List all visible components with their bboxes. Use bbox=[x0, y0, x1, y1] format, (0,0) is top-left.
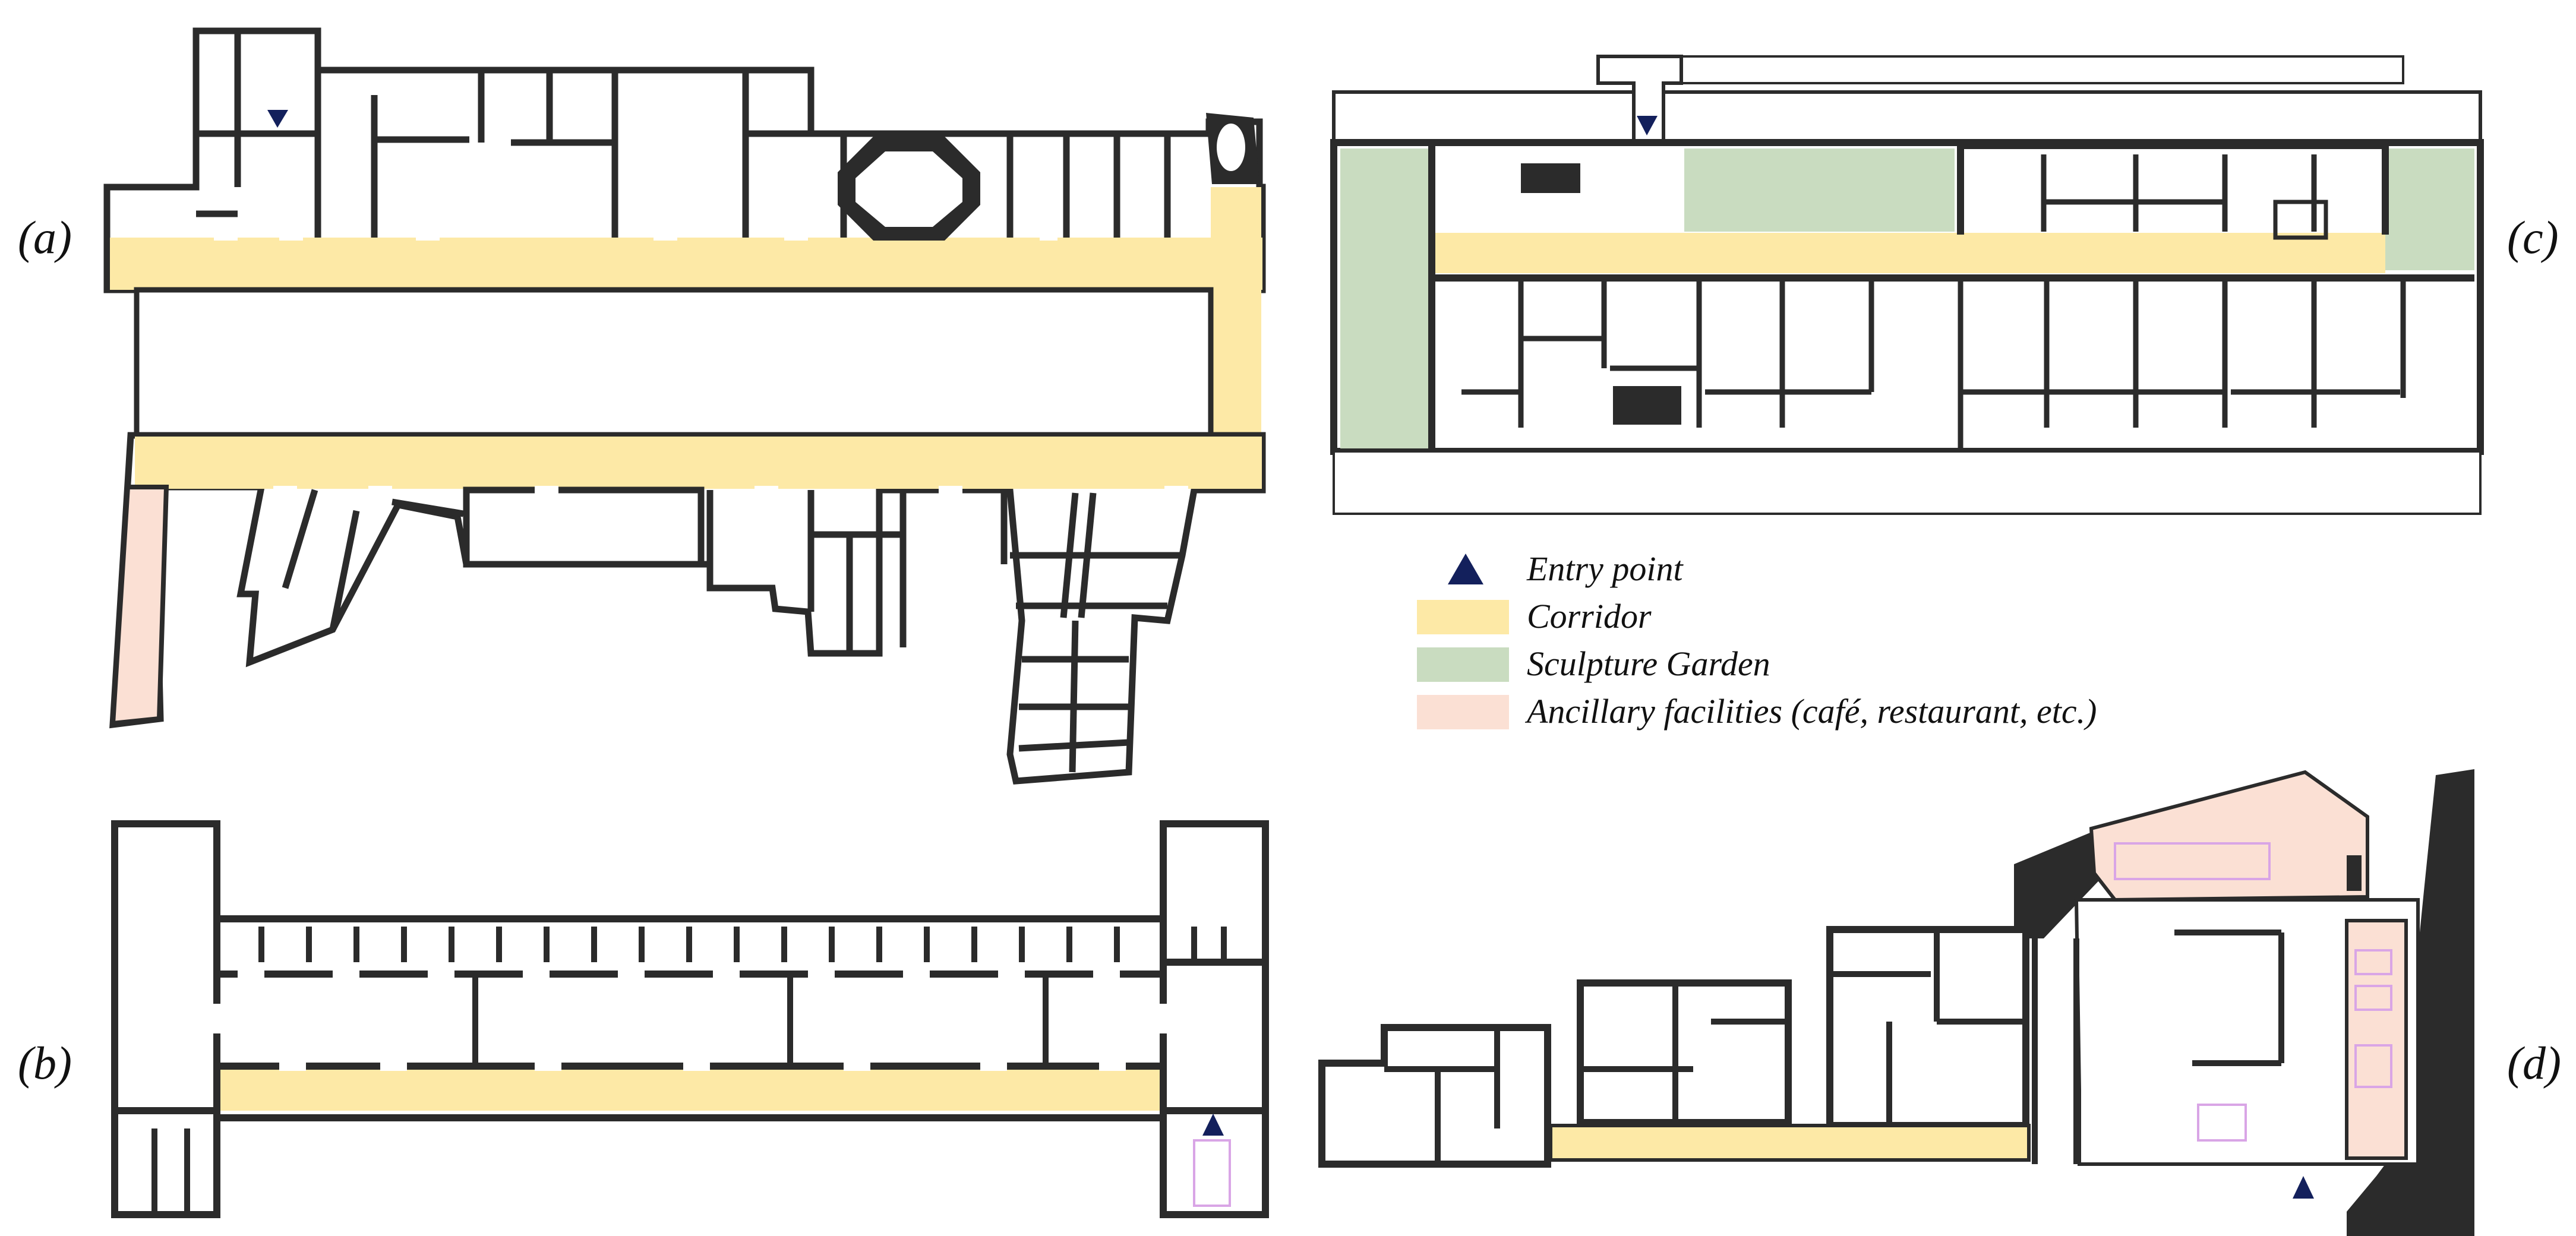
plan-a-room-walls bbox=[196, 31, 1171, 238]
plan-a-bottom-room-walls bbox=[282, 486, 1182, 773]
floor-plan-d bbox=[1318, 769, 2474, 1236]
legend-entry-label: Entry point bbox=[1527, 549, 1683, 588]
plan-c-upper-strip bbox=[1332, 90, 2482, 144]
plan-c-garden-right bbox=[2385, 148, 2474, 270]
plan-c-bottom-strip bbox=[1333, 450, 2482, 515]
plan-b-entry-point bbox=[1202, 1114, 1224, 1136]
plan-d-corridor bbox=[1549, 1124, 2031, 1162]
panel-label-b: (b) bbox=[18, 1037, 72, 1089]
plan-b-cell-walls bbox=[151, 927, 1227, 1212]
plan-b-door-gaps bbox=[213, 971, 1168, 1071]
plan-a-courtyard bbox=[134, 287, 1214, 438]
plan-c-entry-point bbox=[1637, 116, 1658, 135]
floor-plan-b bbox=[111, 820, 1269, 1218]
entry-point-triangle-icon bbox=[1448, 554, 1483, 584]
legend-sculpture-garden: Sculpture Garden bbox=[1417, 641, 2189, 683]
plan-c-garden-middle bbox=[1684, 148, 1955, 232]
plan-b-fixture bbox=[1193, 1139, 1231, 1207]
panel-label-c: (c) bbox=[2507, 211, 2559, 263]
garden-swatch bbox=[1417, 647, 1509, 682]
plan-c-dark-block-bottom bbox=[1613, 386, 1681, 425]
plan-d-retaining-wall bbox=[2347, 769, 2474, 1236]
plan-a-door-gaps bbox=[214, 229, 1188, 494]
legend-ancillary: Ancillary facilities (café, restaurant, … bbox=[1417, 689, 2189, 731]
plan-c-stair bbox=[2273, 200, 2328, 240]
plan-a-corridor-top bbox=[110, 238, 1262, 290]
panel-label-d: (d) bbox=[2507, 1037, 2561, 1089]
plan-d-dark-column bbox=[2347, 855, 2362, 891]
plan-c-top-bar bbox=[1680, 55, 2404, 84]
plan-b-corridor bbox=[218, 1069, 1163, 1111]
plan-d-building-3 bbox=[1826, 926, 2029, 1129]
legend-entry-point: Entry point bbox=[1417, 546, 2189, 588]
ancillary-swatch bbox=[1417, 695, 1509, 729]
plan-c-dark-block-top bbox=[1521, 163, 1580, 193]
plan-a-ancillary bbox=[110, 485, 169, 726]
legend-garden-label: Sculpture Garden bbox=[1527, 644, 1770, 683]
plan-b-outline bbox=[111, 820, 1269, 1218]
plan-a-corridor-bottom bbox=[135, 437, 1262, 489]
plan-d-ancillary-top bbox=[2089, 770, 2369, 902]
plan-d-room-walls bbox=[1384, 930, 2284, 1164]
plan-d-dark-edge bbox=[2014, 829, 2106, 938]
plan-c-garden-left bbox=[1340, 148, 1429, 448]
legend-corridor-label: Corridor bbox=[1527, 597, 1652, 636]
floor-plan-c bbox=[1330, 55, 2484, 515]
plan-a-octagon-inner bbox=[855, 151, 962, 227]
corridor-swatch bbox=[1417, 600, 1509, 634]
plan-d-fixtures bbox=[2114, 842, 2392, 1142]
plan-a-entry-point bbox=[267, 110, 288, 128]
plan-c-room-walls bbox=[1461, 154, 2406, 451]
plan-d-entry-point bbox=[2293, 1176, 2314, 1199]
panel-label-a: (a) bbox=[18, 211, 72, 263]
floor-plan-a bbox=[103, 27, 1266, 785]
plan-c-corridor bbox=[1432, 233, 2385, 273]
plan-d-building-2 bbox=[1577, 979, 1792, 1126]
legend-ancillary-label: Ancillary facilities (café, restaurant, … bbox=[1527, 692, 2097, 731]
legend: Entry point Corridor Sculpture Garden An… bbox=[1417, 546, 2189, 742]
legend-corridor: Corridor bbox=[1417, 594, 2189, 636]
